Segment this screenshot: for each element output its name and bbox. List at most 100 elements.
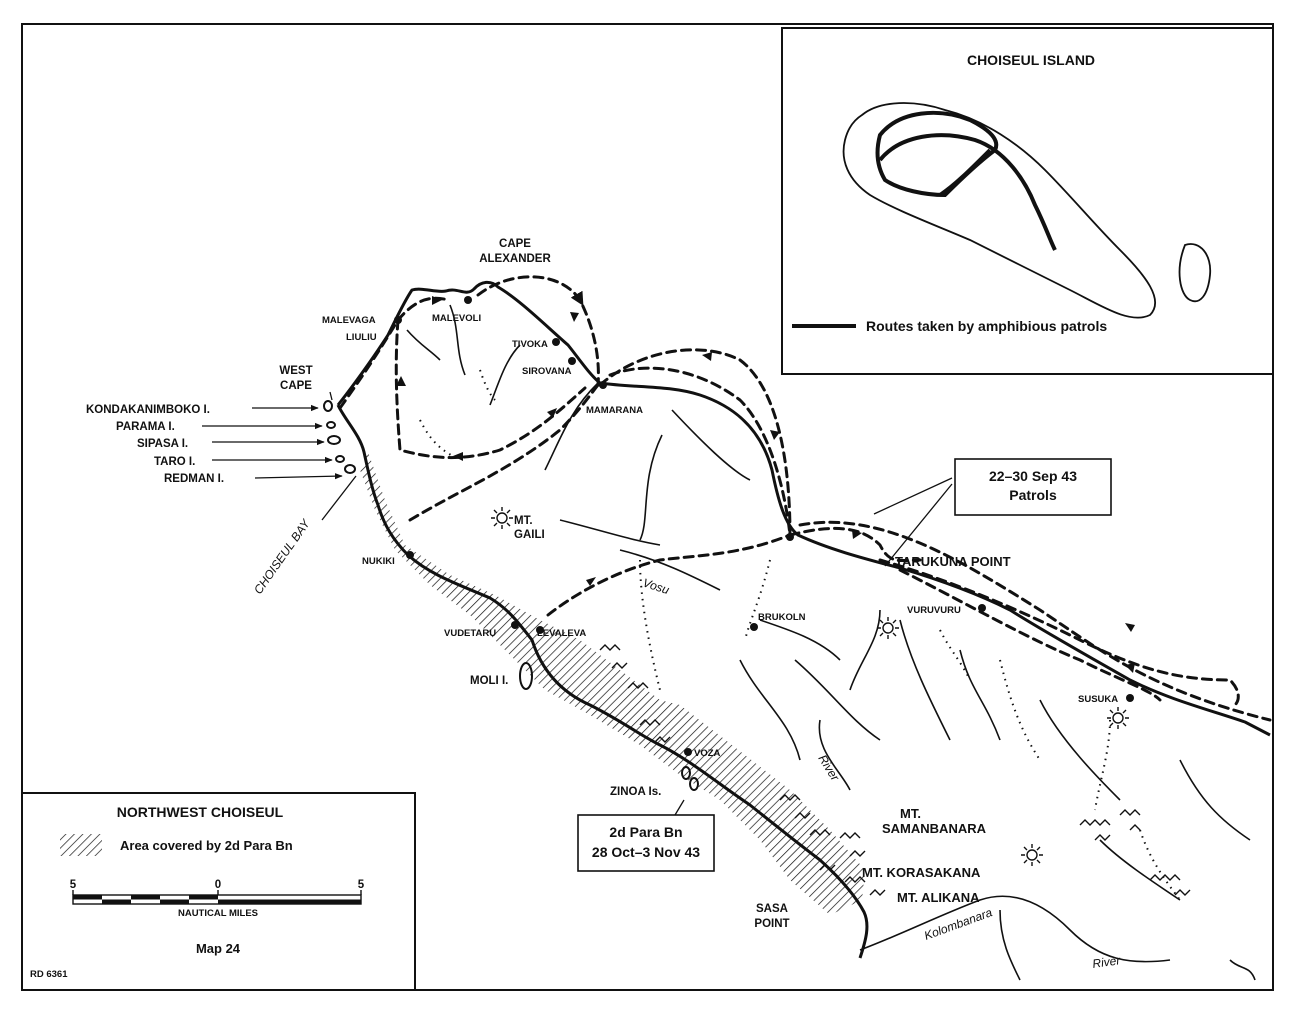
tivoka-label: TIVOKA bbox=[512, 339, 548, 350]
mt-alikana-label: MT. ALIKANA bbox=[897, 890, 980, 905]
svg-text:SASA: SASA bbox=[756, 903, 788, 915]
zinoa-island-2 bbox=[689, 777, 699, 791]
moli-label: MOLI I. bbox=[470, 675, 508, 687]
redman-island bbox=[344, 464, 356, 474]
para-bn-dates: 28 Oct–3 Nov 43 bbox=[592, 844, 700, 860]
map-code: RD 6361 bbox=[30, 969, 68, 980]
route-east-1 bbox=[598, 348, 792, 537]
scale-tick-zero: 0 bbox=[215, 879, 221, 891]
main-map: CAPE ALEXANDER WEST CAPE SASA POINT MALE… bbox=[86, 238, 1272, 981]
inset-island-outline bbox=[842, 102, 1156, 319]
mountains bbox=[491, 507, 1191, 896]
malevaga-dot bbox=[394, 316, 402, 324]
legend-box: NORTHWEST CHOISEUL Area covered by 2d Pa… bbox=[21, 792, 416, 991]
para-bn-unit: 2d Para Bn bbox=[609, 824, 682, 840]
mt-korasakana-label: MT. KORASAKANA bbox=[862, 865, 981, 880]
sipasa-label: SIPASA I. bbox=[137, 438, 188, 450]
legend-hatch-swatch bbox=[60, 834, 102, 856]
patrols-callout: 22–30 Sep 43 Patrols bbox=[954, 458, 1112, 516]
sirovana-dot bbox=[568, 357, 576, 365]
choiseul-bay-label: CHOISEUL BAY bbox=[251, 516, 313, 597]
inset-legend-text: Routes taken by amphibious patrols bbox=[866, 318, 1107, 334]
vuruvuru-label: VURUVURU bbox=[907, 605, 961, 616]
tarukuna-dot bbox=[786, 533, 794, 541]
route-southeast-2 bbox=[878, 558, 1240, 707]
scale-tick-right: 5 bbox=[358, 879, 365, 891]
route-tarukuna bbox=[788, 526, 922, 563]
svg-text:CAPE: CAPE bbox=[499, 238, 531, 250]
tivoka-dot bbox=[552, 338, 560, 346]
liuliu-label: LIULIU bbox=[346, 332, 377, 343]
sasa-point-label-1: SASA bbox=[756, 903, 788, 915]
route-cape-alexander bbox=[476, 275, 600, 387]
kondakanimboko-island bbox=[323, 400, 333, 412]
zinoa-island-1 bbox=[681, 766, 691, 780]
route-south-1 bbox=[546, 533, 792, 617]
route-inland-1 bbox=[394, 318, 587, 460]
levaleva-dot bbox=[536, 626, 544, 634]
rivers bbox=[406, 304, 1256, 981]
map-number: Map 24 bbox=[196, 941, 241, 956]
svg-text:POINT: POINT bbox=[754, 918, 789, 930]
map-frame bbox=[21, 23, 1274, 991]
mamarana-label: MAMARANA bbox=[586, 405, 643, 416]
brukoln-label: BRUKOLN bbox=[758, 612, 806, 623]
inset-islet bbox=[1178, 243, 1212, 303]
inset-title: CHOISEUL ISLAND bbox=[967, 52, 1095, 68]
voza-dot bbox=[684, 748, 692, 756]
scale-bar: 5 0 5 NAUTICAL MILES bbox=[70, 879, 365, 919]
mountain-vuruvuru bbox=[877, 617, 899, 639]
river-label-2: River bbox=[1091, 953, 1122, 971]
zinoa-label: ZINOA Is. bbox=[610, 786, 661, 798]
nukiki-label: NUKIKI bbox=[362, 556, 395, 567]
cape-alexander-label-2: ALEXANDER bbox=[479, 253, 551, 265]
scale-unit: NAUTICAL MILES bbox=[178, 908, 258, 919]
route-northern-loop bbox=[338, 296, 450, 410]
inset-choiseul-island: CHOISEUL ISLAND Routes taken by amphibio… bbox=[781, 27, 1274, 375]
kondakanimboko-label: KONDAKANIMBOKO I. bbox=[86, 404, 210, 416]
route-east-2 bbox=[608, 366, 792, 537]
mt-gaili-label-1: MT. bbox=[514, 515, 533, 527]
river-kolombanara-label: Kolombanara bbox=[922, 905, 994, 943]
svg-text:ALEXANDER: ALEXANDER bbox=[479, 253, 551, 265]
para-bn-area bbox=[360, 452, 865, 915]
island-pointers bbox=[202, 391, 953, 821]
settlements bbox=[394, 296, 1134, 756]
svg-text:WEST: WEST bbox=[279, 365, 312, 377]
sipasa-island bbox=[327, 435, 341, 445]
route-arrows bbox=[396, 296, 1135, 673]
redman-label: REDMAN I. bbox=[164, 473, 224, 485]
legend-title: NORTHWEST CHOISEUL bbox=[117, 804, 284, 820]
malevaga-label: MALEVAGA bbox=[322, 315, 376, 326]
moli-island bbox=[519, 662, 533, 690]
mt-gaili-symbol bbox=[491, 507, 513, 529]
vudetaru-dot bbox=[511, 621, 519, 629]
route-inland-2 bbox=[408, 383, 600, 522]
nukiki-dot bbox=[406, 551, 414, 559]
patrols-label: Patrols bbox=[1009, 487, 1057, 503]
coastline bbox=[336, 280, 1271, 959]
mt-samanbanara-label-2: SAMANBANARA bbox=[882, 821, 987, 836]
taro-island bbox=[335, 455, 345, 463]
mt-gaili-label-2: GAILI bbox=[514, 529, 545, 541]
sirovana-label: SIROVANA bbox=[522, 366, 572, 377]
route-southeast-1 bbox=[798, 520, 1272, 722]
mt-samanbanara-label-1: MT. bbox=[900, 806, 921, 821]
river-vosu-label: Vosu bbox=[641, 576, 671, 598]
parama-island bbox=[326, 421, 336, 429]
tarukuna-label: TARUKUNA POINT bbox=[895, 554, 1011, 569]
vuruvuru-dot bbox=[978, 604, 986, 612]
parama-label: PARAMA I. bbox=[116, 421, 175, 433]
levaleva-label: LEVALEVA bbox=[537, 628, 586, 639]
patrol-routes bbox=[338, 275, 1272, 722]
patrols-dates: 22–30 Sep 43 bbox=[989, 468, 1077, 484]
mountain-east bbox=[1021, 844, 1043, 866]
para-bn-callout: 2d Para Bn 28 Oct–3 Nov 43 bbox=[577, 814, 715, 872]
route-southeast-3 bbox=[898, 568, 1162, 702]
west-cape-label-2: CAPE bbox=[280, 380, 312, 392]
vudetaru-label: VUDETARU bbox=[444, 628, 496, 639]
legend-area-text: Area covered by 2d Para Bn bbox=[120, 838, 293, 853]
brukoln-dot bbox=[750, 623, 758, 631]
voza-label: VOZA bbox=[694, 748, 721, 759]
